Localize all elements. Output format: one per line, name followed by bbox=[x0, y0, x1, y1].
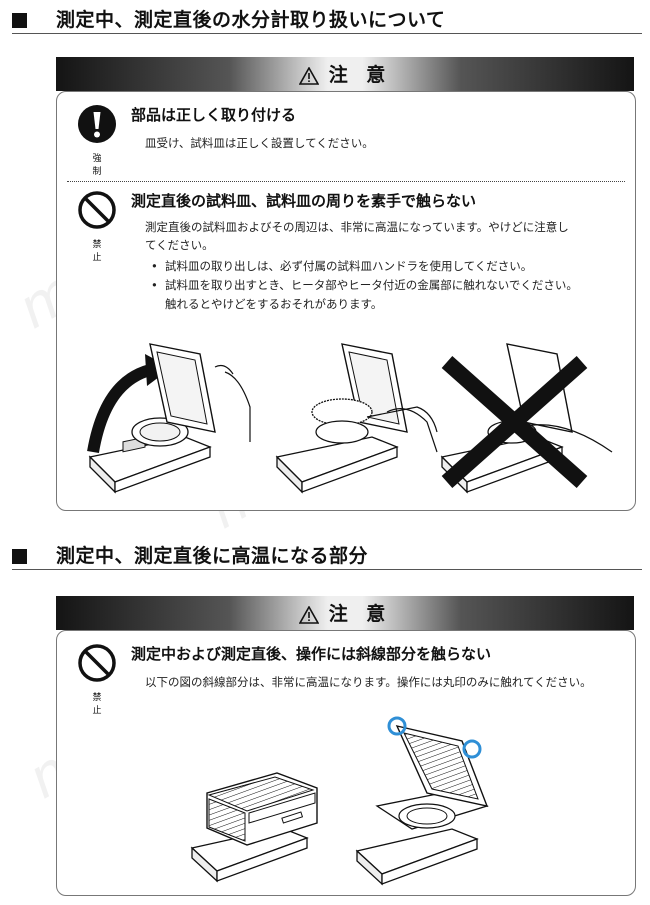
caution-item-prohibited: 禁 止 測定中および測定直後、操作には斜線部分を触らない 以下の図の斜線部分は、… bbox=[75, 643, 621, 716]
prohibition-icon bbox=[78, 644, 116, 682]
warning-triangle-icon bbox=[298, 605, 319, 624]
item-heading: 測定中および測定直後、操作には斜線部分を触らない bbox=[131, 645, 492, 663]
illustration-open-lid bbox=[87, 343, 251, 494]
bullet-continuation: 触れるとやけどをするおそれがあります。 bbox=[165, 297, 383, 311]
bullet-item: 試料皿の取り出しは、必ず付属の試料皿ハンドラを使用してください。 bbox=[151, 257, 532, 276]
caution-banner: 注 意 bbox=[56, 596, 634, 630]
section-bullet-square bbox=[12, 549, 27, 564]
mandatory-exclamation-icon bbox=[78, 105, 116, 143]
caution-item-prohibited: 禁 止 測定直後の試料皿、試料皿の周りを素手で触らない 測定直後の試料皿およびそ… bbox=[75, 190, 621, 320]
icon-label: 禁 止 bbox=[92, 240, 108, 263]
item-body-line: 測定直後の試料皿およびその周辺は、非常に高温になっています。やけどに注意し bbox=[145, 220, 569, 234]
item-body: 皿受け、試料皿は正しく設置してください。 bbox=[145, 136, 374, 150]
touch-point-ring-icon bbox=[462, 739, 482, 759]
section-rule bbox=[12, 569, 642, 570]
prohibition-icon bbox=[78, 191, 116, 229]
item-heading: 測定直後の試料皿、試料皿の周りを素手で触らない bbox=[131, 192, 477, 210]
icon-label: 禁 止 bbox=[92, 693, 108, 716]
illustration-open-analyzer bbox=[355, 716, 489, 886]
caution-box-2: 禁 止 測定中および測定直後、操作には斜線部分を触らない 以下の図の斜線部分は、… bbox=[56, 630, 636, 896]
section-title: 測定中、測定直後に高温になる部分 bbox=[56, 545, 369, 567]
cross-mark-icon bbox=[441, 356, 588, 488]
item-body-line: てください。 bbox=[145, 238, 214, 252]
bullet-item: 試料皿を取り出すとき、ヒータ部やヒータ付近の金属部に触れないでください。 bbox=[151, 276, 578, 295]
section-title: 測定中、測定直後の水分計取り扱いについて bbox=[56, 9, 446, 31]
illustration-sample-handler bbox=[275, 343, 438, 494]
section-bullet-square bbox=[12, 13, 27, 28]
icon-label: 強 制 bbox=[92, 154, 108, 177]
caution-box-1: 強 制 部品は正しく取り付ける 皿受け、試料皿は正しく設置してください。 禁 止… bbox=[56, 91, 636, 511]
caution-label: 注 意 bbox=[328, 64, 392, 86]
section-header: 測定中、測定直後の水分計取り扱いについて bbox=[12, 4, 642, 34]
section-header: 測定中、測定直後に高温になる部分 bbox=[12, 540, 642, 570]
illustration-closed-analyzer bbox=[190, 772, 318, 883]
section-rule bbox=[12, 33, 642, 34]
touch-point-ring-icon bbox=[387, 716, 407, 736]
warning-triangle-icon bbox=[298, 66, 319, 85]
item-body: 以下の図の斜線部分は、非常に高温になります。操作には丸印のみに触れてください。 bbox=[145, 675, 592, 689]
caution-item-mandatory: 強 制 部品は正しく取り付ける 皿受け、試料皿は正しく設置してください。 bbox=[75, 104, 621, 177]
item-heading: 部品は正しく取り付ける bbox=[131, 106, 297, 124]
caution-banner: 注 意 bbox=[56, 57, 634, 91]
caution-label: 注 意 bbox=[328, 603, 392, 625]
dotted-divider bbox=[67, 181, 625, 182]
illustration-prohibited-touch bbox=[440, 343, 613, 494]
curved-arrow-icon bbox=[87, 364, 152, 454]
